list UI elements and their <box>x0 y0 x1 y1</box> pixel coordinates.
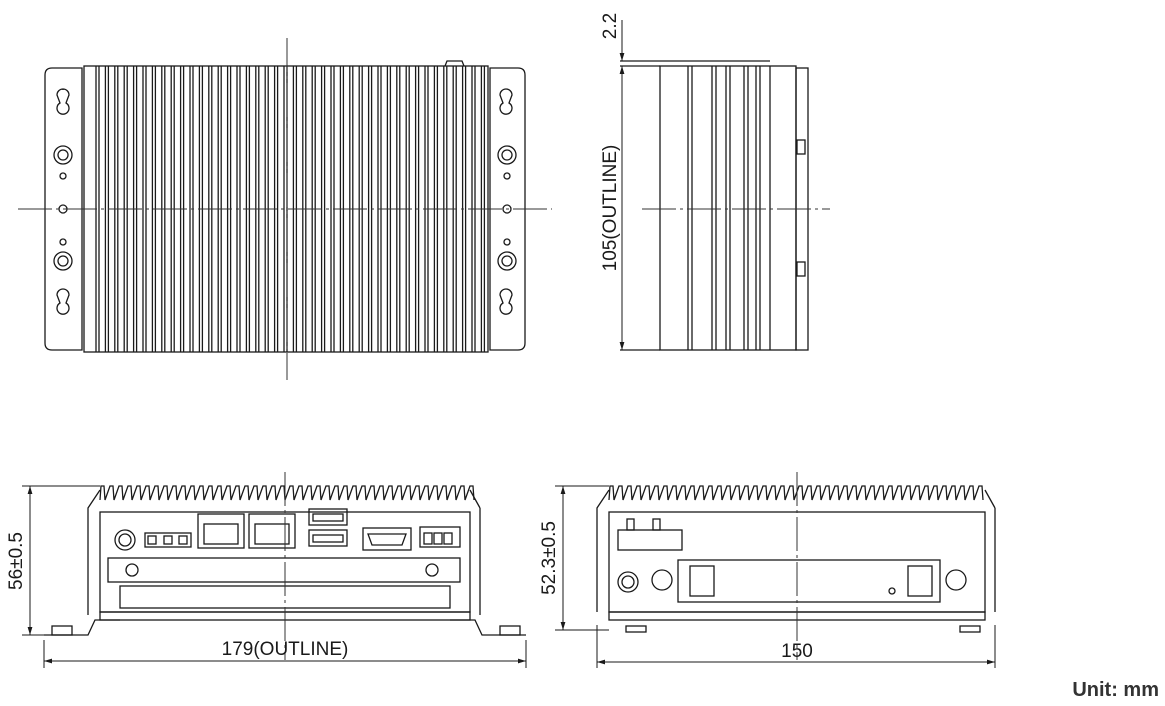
top-view-centerlines <box>18 38 552 380</box>
rear-heatsink-fins <box>608 485 984 501</box>
rear-width-label: 150 <box>781 641 813 662</box>
front-height-label: 56±0.5 <box>6 532 27 590</box>
front-heatsink-fins <box>99 485 475 501</box>
front-width-label: 179(OUTLINE) <box>222 639 349 660</box>
rear-height-label: 52.3±0.5 <box>539 521 560 595</box>
rear-view <box>596 485 996 633</box>
unit-label: Unit: mm <box>1072 679 1159 701</box>
side-height-label: 105(OUTLINE) <box>600 145 621 272</box>
top-view <box>44 60 526 353</box>
side-view <box>620 60 809 351</box>
top-gap-label: 2.2 <box>600 13 621 39</box>
